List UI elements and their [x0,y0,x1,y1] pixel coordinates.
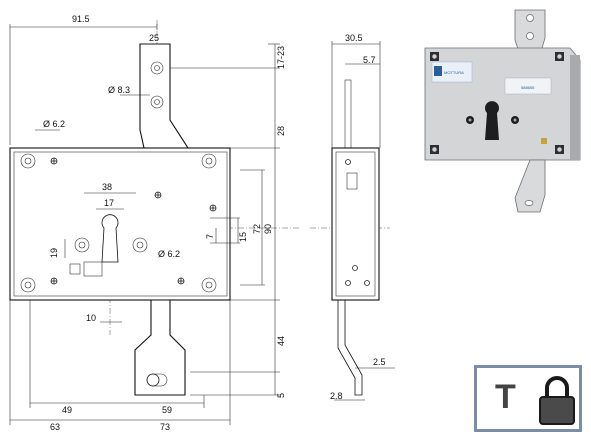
corner-screws [20,153,217,293]
product-photo: MOTTURA 588655 [424,9,581,213]
dim-strap-thk: 2.5 [373,357,386,367]
dim-v7: 7 [205,234,215,239]
dim-overall-width: 91.5 [72,14,90,24]
photo-brand: MOTTURA [444,70,464,75]
dim-cyl-hole: Ø 6.2 [158,249,180,259]
dim-hanger-height: 28 [276,126,286,136]
side-body [331,147,380,301]
dim-hanger-width: 25 [149,33,159,43]
dim-cyl-38: 38 [102,182,112,192]
cylinder-cutout [69,214,148,277]
front-view: 91.5 25 Ø 8.3 Ø 6.2 38 17 Ø 6.2 10 49 59… [9,14,300,432]
dim-h49: 49 [62,405,72,415]
badge-letter: T [495,378,516,416]
dim-v5: 5 [276,393,286,398]
dim-v44: 44 [276,336,286,346]
front-dimension-labels: 91.5 25 Ø 8.3 Ø 6.2 38 17 Ø 6.2 10 49 59… [43,14,286,432]
photo-bottom-strap [514,159,546,213]
top-hanger-plate [139,43,190,149]
dim-h10: 10 [86,313,96,323]
dim-h59: 59 [162,405,172,415]
bottom-strap [134,299,186,396]
photo-serial: 588655 [521,85,535,90]
front-dimension-lines [9,24,280,425]
dim-v72: 72 [252,224,262,234]
rivets [50,157,217,285]
side-view: 30.5 5.7 2.5 2.8 [310,33,395,401]
dim-h63: 63 [50,422,60,432]
dim-hanger-hole: Ø 8.3 [108,85,130,95]
dim-offset: 5.7 [363,55,376,65]
dim-base-thk: 2.8 [330,391,343,401]
dim-h73: 73 [160,422,170,432]
dim-hanger-top: 17-23 [276,46,286,69]
dim-v90: 90 [263,224,273,234]
padlock-icon [539,376,575,425]
dim-cyl-17: 17 [104,198,114,208]
dim-v15: 15 [238,232,248,242]
lock-body [9,147,231,301]
dim-depth: 30.5 [345,33,363,43]
dim-corner-hole: Ø 6.2 [43,119,65,129]
dim-v19: 19 [49,248,59,258]
lock-type-badge: T [474,365,582,432]
